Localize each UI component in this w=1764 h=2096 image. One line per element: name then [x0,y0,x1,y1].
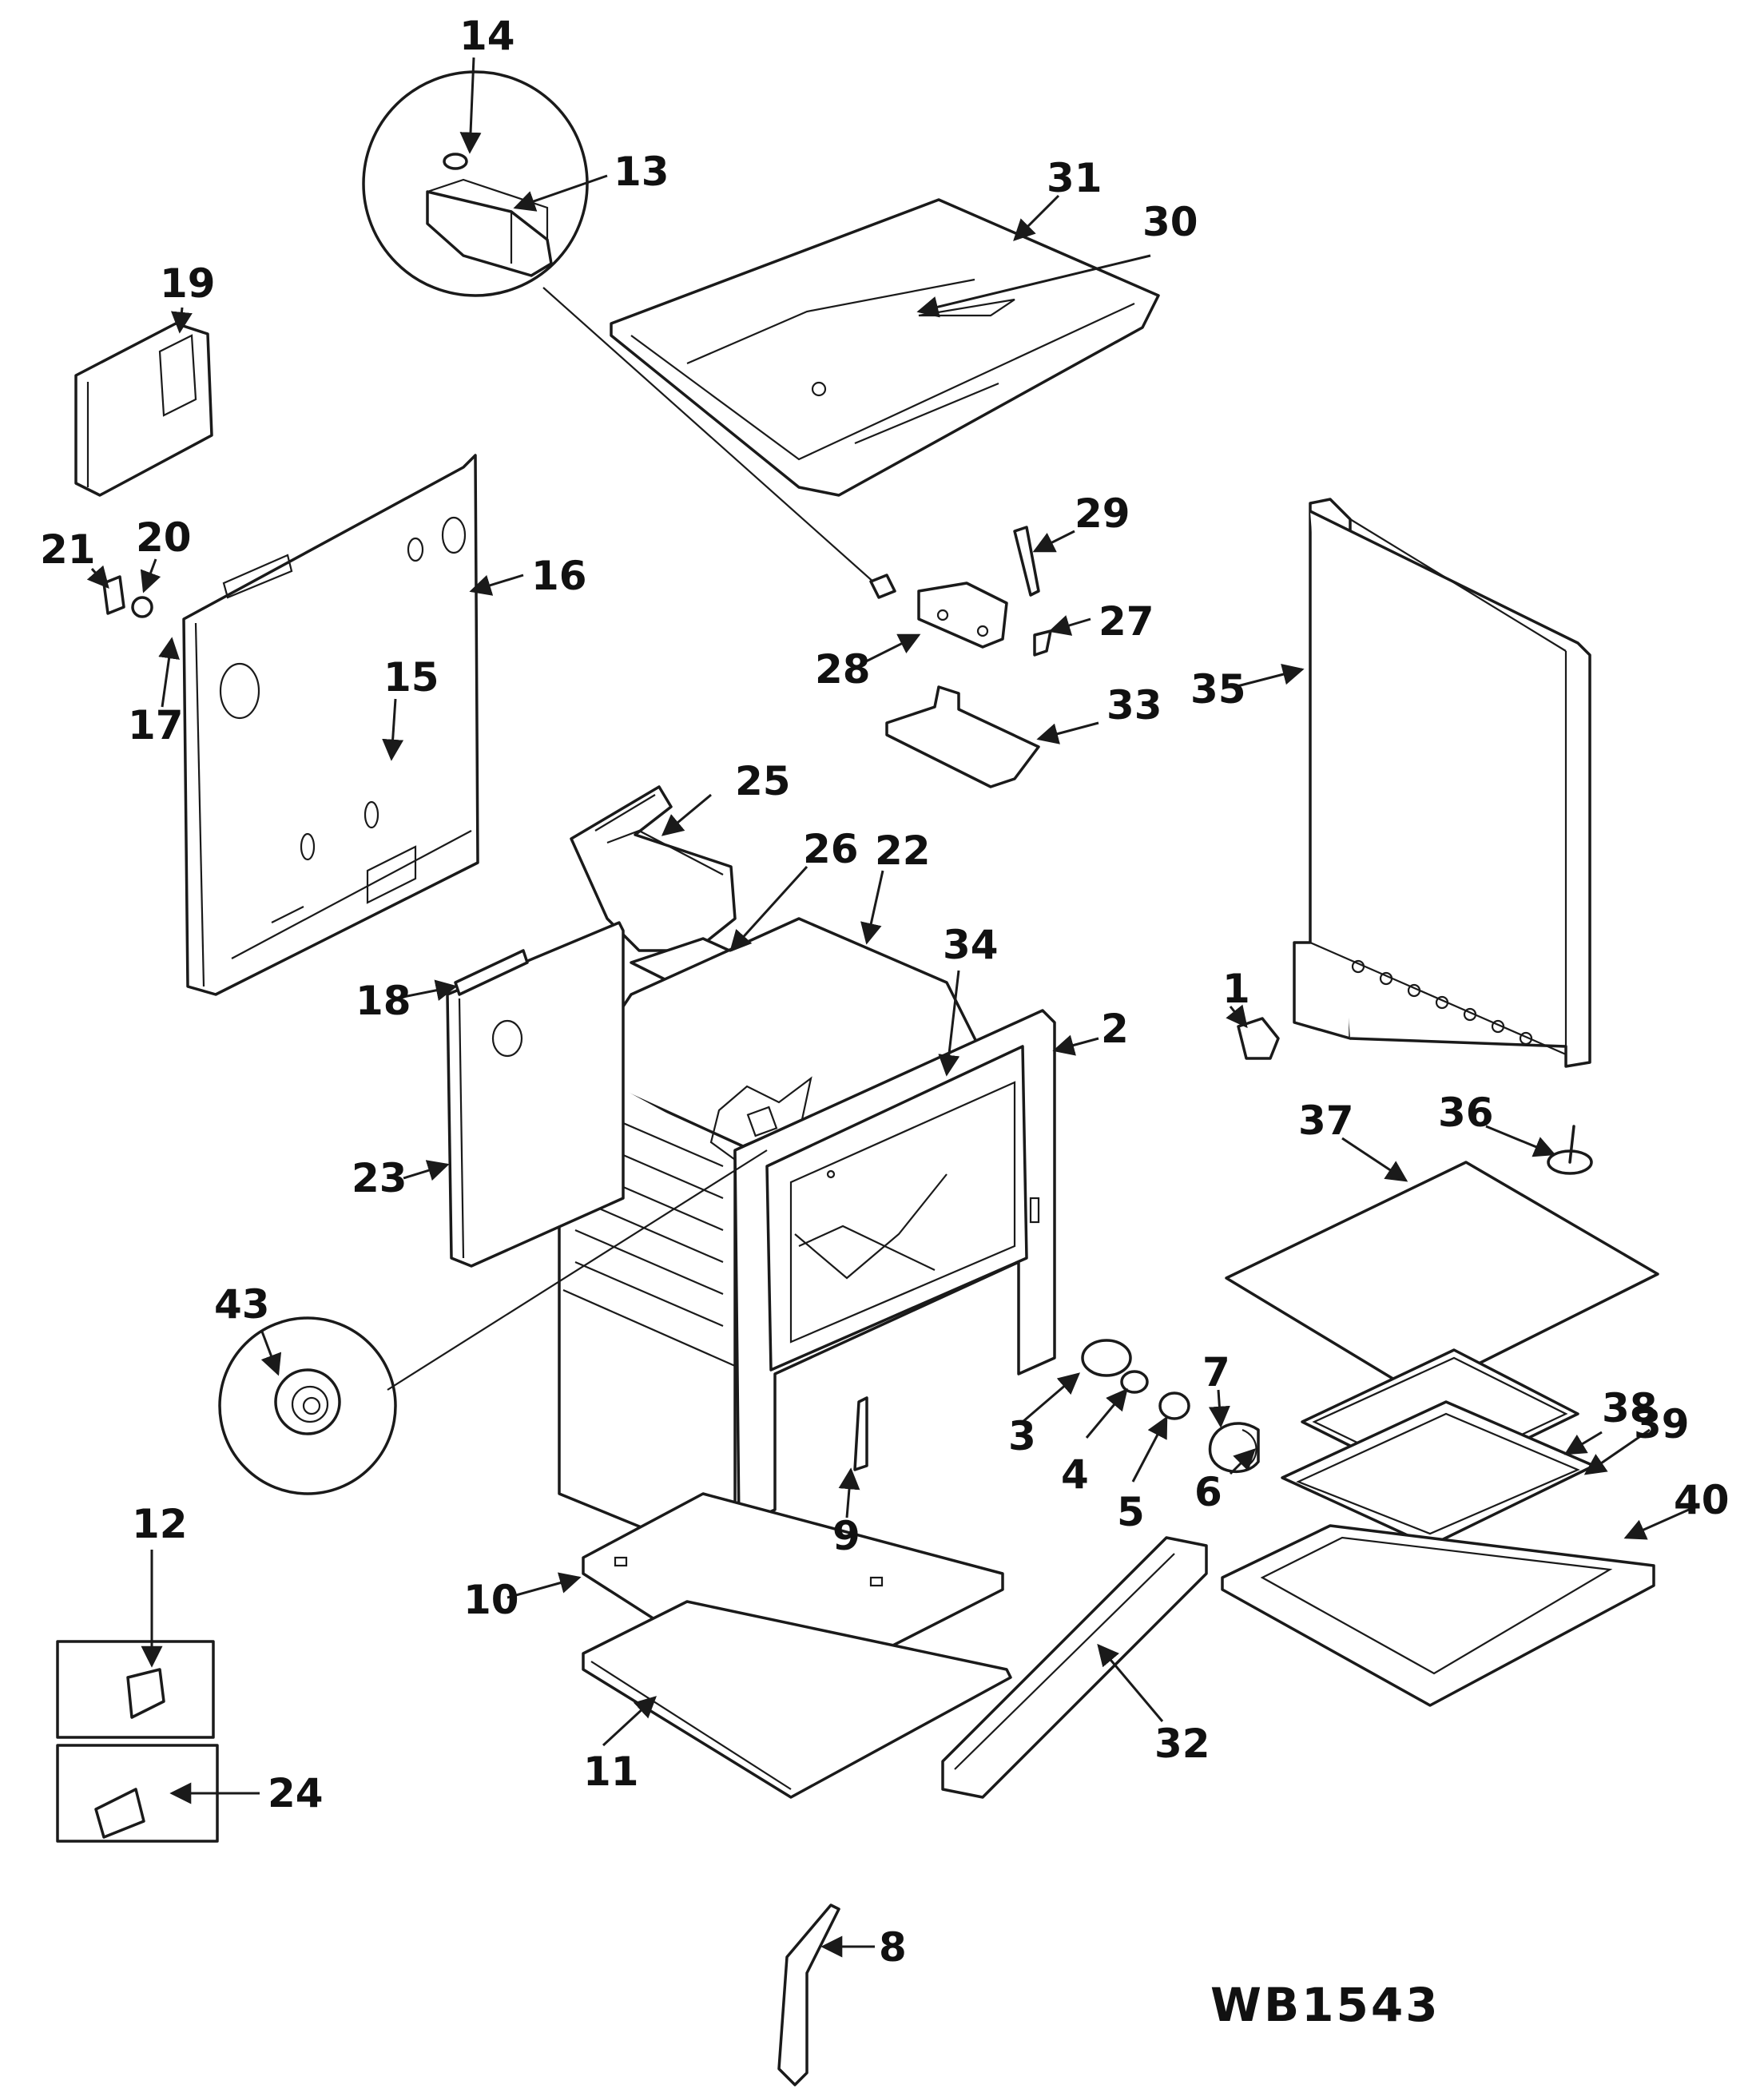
callout-2: 2 [1101,1006,1129,1052]
callout-12: 12 [132,1501,188,1547]
callout-13: 13 [614,149,669,195]
callout-37: 37 [1298,1098,1354,1144]
callout-33: 33 [1106,682,1162,728]
callout-24: 24 [268,1770,324,1816]
callout-15: 15 [383,654,439,701]
latch-assembly [869,526,1052,788]
callout-1: 1 [1222,966,1250,1012]
back-panel [182,454,479,996]
lamp-parts [1081,1339,1260,1474]
diagram-code: WB1543 [1210,1978,1440,2032]
callout-6: 6 [1194,1469,1222,1515]
callout-21: 21 [40,526,96,573]
callout-34: 34 [943,922,999,968]
callout-32: 32 [1154,1721,1210,1767]
callout-18: 18 [356,978,411,1024]
callout-16: 16 [531,553,587,599]
callout-28: 28 [815,646,871,693]
strip-18 [454,949,529,996]
callout-5: 5 [1117,1489,1145,1535]
callout-20: 20 [136,514,192,561]
callout-29: 29 [1075,490,1130,537]
callout-9: 9 [832,1513,860,1559]
door-frame [1293,498,1591,1068]
callout-26: 26 [803,826,859,872]
callout-43: 43 [214,1281,270,1328]
callout-23: 23 [352,1155,407,1201]
detail-circle-socket [218,1316,397,1495]
side-panel [446,921,625,1268]
callout-14: 14 [459,13,515,59]
callout-27: 27 [1099,598,1154,645]
callout-40: 40 [1674,1477,1730,1523]
callout-4: 4 [1061,1451,1089,1498]
detail-leader-line-43 [387,1149,768,1391]
callout-35: 35 [1190,666,1246,713]
callout-11: 11 [583,1749,639,1795]
kick-rail [941,1536,1208,1799]
callout-8: 8 [879,1924,907,1971]
oven-rack [1225,1161,1659,1395]
callout-25: 25 [735,758,791,804]
broil-clip-8 [777,1903,840,2086]
callout-38: 38 [1602,1385,1658,1431]
callout-22: 22 [875,828,931,874]
inset-box-12 [56,1640,215,1739]
small-clips-20-21 [102,575,153,618]
callout-labels: 14 13 31 30 19 20 21 16 17 15 29 27 28 3… [40,13,1730,1971]
top-panel [610,198,1160,497]
detail-leader-line [542,287,876,584]
hinge-9 [853,1396,868,1471]
detail-circle-thermostat [362,70,589,297]
callout-36: 36 [1438,1090,1494,1136]
callout-10: 10 [463,1577,519,1623]
callout-19: 19 [160,260,216,307]
bracket-19 [74,322,213,497]
leader-arrows [86,57,1698,1958]
callout-3: 3 [1008,1413,1036,1459]
callout-17: 17 [128,702,184,748]
callout-31: 31 [1047,155,1102,201]
drawer-panel [1221,1524,1655,1707]
callout-7: 7 [1202,1349,1230,1395]
callout-30: 30 [1142,199,1198,245]
callout-39: 39 [1634,1401,1690,1447]
bottom-panel [582,1492,1004,1703]
lower-panel [582,1600,1012,1799]
leveler-36 [1547,1125,1593,1175]
knob-1 [1237,1017,1280,1060]
